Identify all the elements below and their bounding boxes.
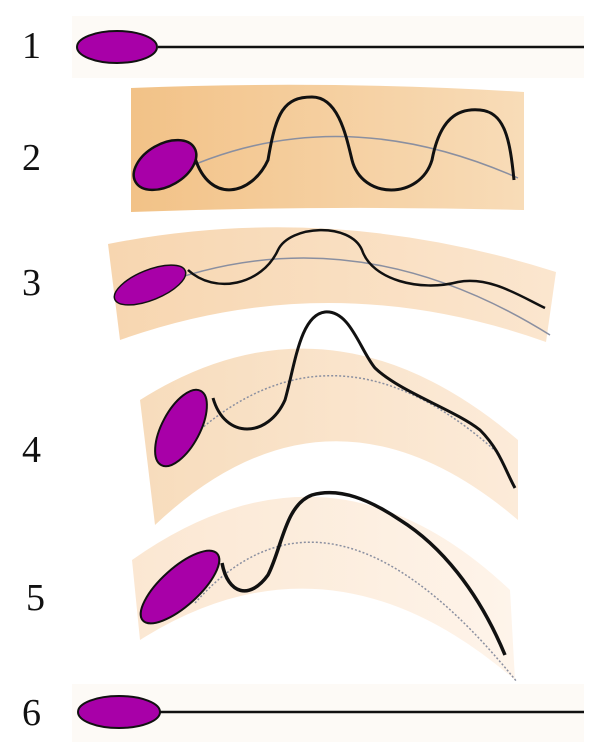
step-6-label: 6 — [22, 692, 41, 734]
step-2: 2 — [22, 85, 524, 212]
step-6-sperm-head — [78, 696, 160, 728]
step-1: 1 — [22, 16, 584, 78]
step-3: 3 — [22, 227, 556, 342]
step-6: 6 — [22, 684, 584, 742]
step-2-label: 2 — [22, 137, 41, 179]
step-3-label: 3 — [22, 262, 41, 304]
step-4: 4 — [22, 312, 518, 525]
step-1-sperm-head — [77, 31, 157, 63]
step-5-label: 5 — [26, 577, 45, 619]
step-4-label: 4 — [22, 429, 41, 471]
step-5: 5 — [26, 493, 517, 682]
step-1-label: 1 — [22, 25, 41, 67]
